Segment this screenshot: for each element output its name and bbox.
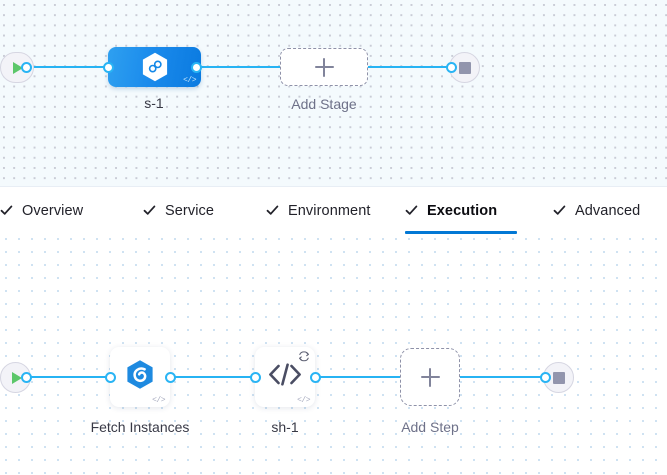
tab-service[interactable]: Service xyxy=(143,187,229,234)
tab-active-underline xyxy=(405,231,517,234)
tab-label: Environment xyxy=(288,202,371,219)
stop-icon xyxy=(552,371,565,384)
port-fetch-instances-out[interactable] xyxy=(165,372,176,383)
play-icon xyxy=(11,371,22,384)
stage-config-tab-bar: Overview Service Environment Execution xyxy=(0,186,667,234)
port-sh1-in[interactable] xyxy=(250,372,261,383)
port-s1-in[interactable] xyxy=(103,62,114,73)
add-stage-button[interactable] xyxy=(280,48,368,86)
edge-start-to-fetch-instances xyxy=(26,376,114,379)
port-exec-end-in[interactable] xyxy=(540,372,551,383)
step-node-label: Fetch Instances xyxy=(90,419,190,435)
edge-sh1-to-add-step xyxy=(315,376,403,379)
code-icon: </> xyxy=(183,76,196,85)
tab-label: Overview xyxy=(22,202,84,219)
edge-add-stage-to-end xyxy=(364,66,460,69)
add-step-label: Add Step xyxy=(401,419,459,435)
execution-graph-canvas[interactable]: </> Fetch Instances < xyxy=(0,233,667,475)
check-icon xyxy=(553,205,566,215)
port-start-out[interactable] xyxy=(21,62,32,73)
tab-execution[interactable]: Execution xyxy=(405,187,517,234)
tab-label: Service xyxy=(165,202,215,219)
harness-swirl-hexagon-icon xyxy=(126,360,154,395)
stage-node-s-1[interactable]: </> xyxy=(108,47,201,87)
stage-node-label: s-1 xyxy=(144,95,164,111)
check-icon xyxy=(143,205,156,215)
check-icon xyxy=(0,205,13,215)
tab-label: Advanced xyxy=(575,202,641,219)
harness-infinity-hexagon-icon xyxy=(141,52,168,82)
add-stage-label: Add Stage xyxy=(291,96,357,112)
port-sh1-out[interactable] xyxy=(310,372,321,383)
shell-script-code-icon xyxy=(267,362,303,393)
retry-loop-icon xyxy=(299,351,309,362)
port-end-in[interactable] xyxy=(446,62,457,73)
port-fetch-instances-in[interactable] xyxy=(105,372,116,383)
stage-graph-canvas[interactable]: </> s-1 Add Stage xyxy=(0,0,667,186)
port-exec-start-out[interactable] xyxy=(21,372,32,383)
add-step-button[interactable] xyxy=(400,348,460,406)
plus-icon xyxy=(314,57,334,77)
port-s1-out[interactable] xyxy=(191,62,202,73)
edge-s1-to-add-stage xyxy=(196,66,284,69)
code-icon: </> xyxy=(297,396,310,405)
tab-label: Execution xyxy=(427,202,498,219)
tab-advanced[interactable]: Advanced xyxy=(553,187,663,234)
play-icon xyxy=(13,61,23,74)
stop-icon xyxy=(458,61,471,74)
edge-add-step-to-end xyxy=(458,376,554,379)
edge-fetch-instances-to-sh1 xyxy=(170,376,258,379)
plus-icon xyxy=(420,367,440,387)
check-icon xyxy=(405,205,418,215)
step-node-fetch-instances[interactable]: </> xyxy=(110,347,170,407)
code-icon: </> xyxy=(152,396,165,405)
tab-environment[interactable]: Environment xyxy=(266,187,386,234)
step-node-label: sh-1 xyxy=(271,419,299,435)
check-icon xyxy=(266,205,279,215)
edge-start-to-s1 xyxy=(26,66,116,69)
step-node-sh-1[interactable]: </> xyxy=(255,347,315,407)
tab-overview[interactable]: Overview xyxy=(0,187,96,234)
